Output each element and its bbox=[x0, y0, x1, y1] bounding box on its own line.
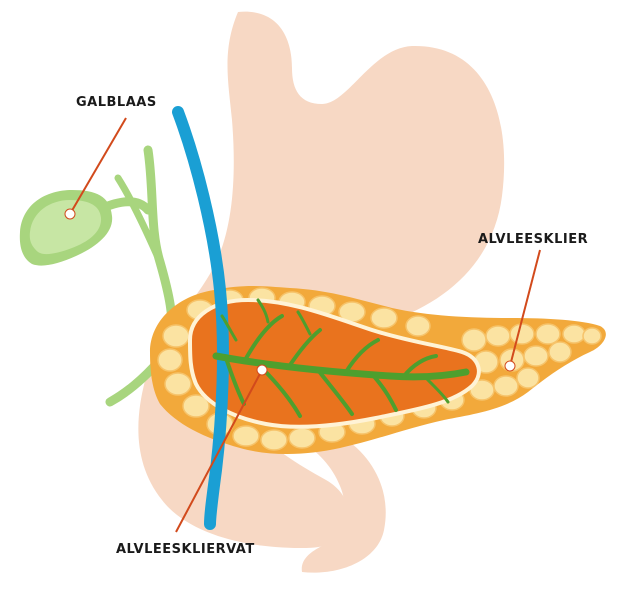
stomach-shape bbox=[138, 12, 504, 548]
marker-gallbladder bbox=[65, 209, 75, 219]
marker-pancreas bbox=[505, 361, 515, 371]
marker-pancreatic-duct bbox=[257, 365, 267, 375]
label-gallbladder: GALBLAAS bbox=[76, 95, 157, 110]
gallbladder bbox=[20, 190, 112, 266]
label-pancreatic-duct: ALVLEESKLIERVAT bbox=[116, 542, 255, 557]
label-pancreas: ALVLEESKLIER bbox=[478, 232, 588, 247]
